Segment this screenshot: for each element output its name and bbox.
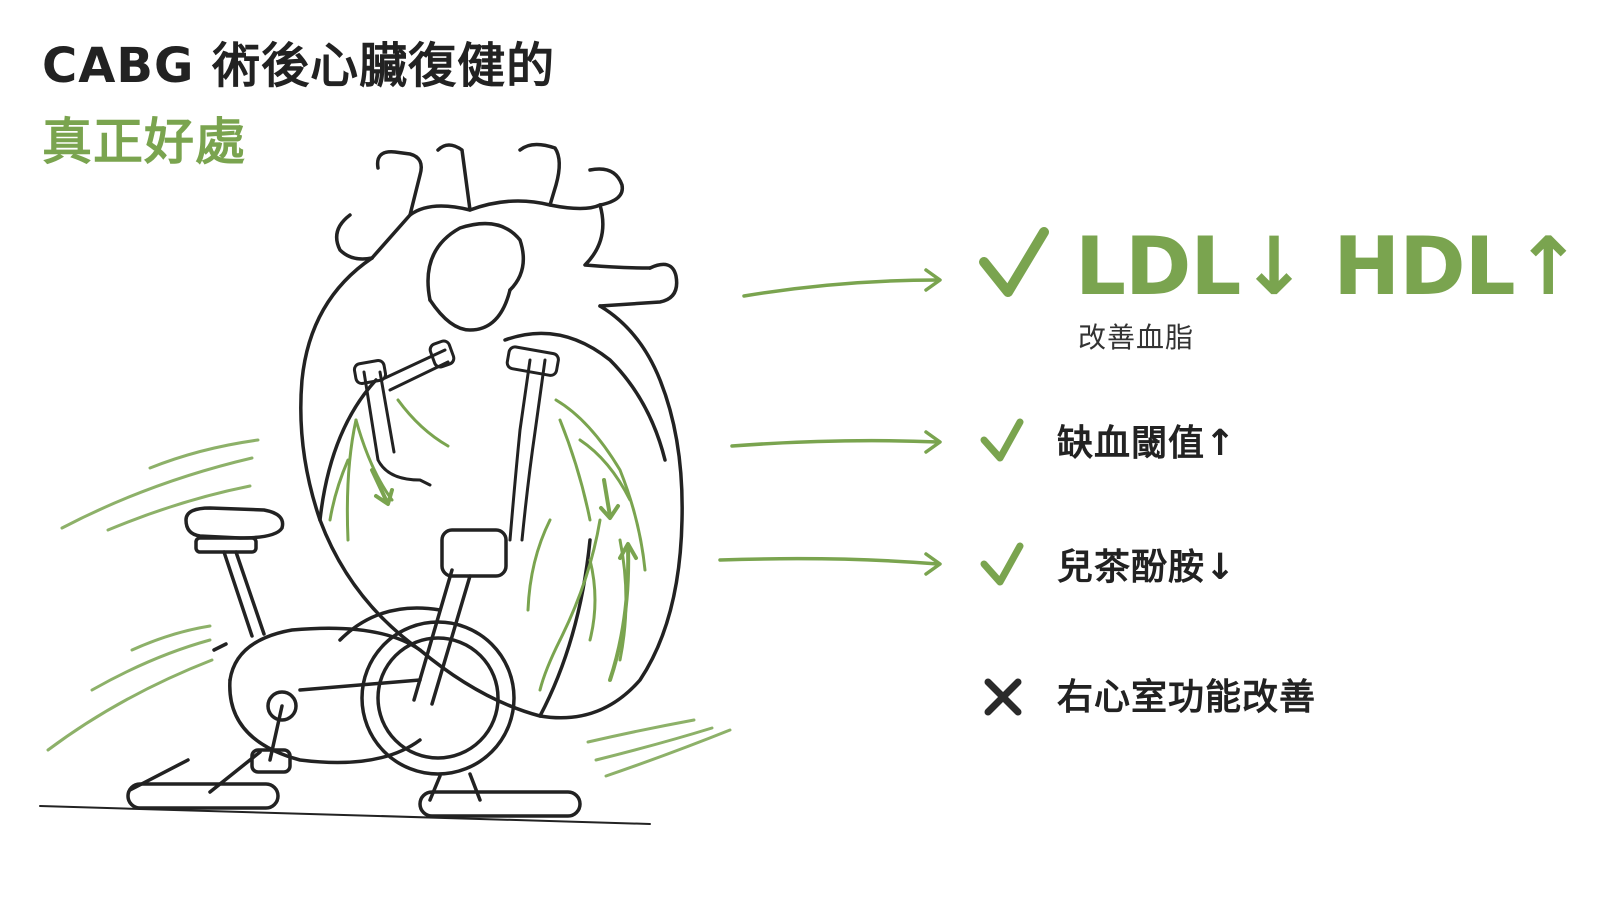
benefit-lipids-label: LDL↓ HDL↑	[1075, 220, 1582, 313]
flow-arrows	[370, 468, 638, 682]
benefit-lipids-sublabel: 改善血脂	[1078, 321, 1195, 354]
exercise-bike	[39, 506, 651, 825]
motion-lines-right	[586, 718, 732, 778]
motion-lines-left	[46, 438, 260, 752]
benefit-ischemia-label: 缺血閾值↑	[1057, 423, 1237, 464]
check-icon	[980, 418, 1024, 462]
heart-illustration	[299, 142, 684, 720]
check-icon	[980, 542, 1024, 586]
cross-icon	[984, 678, 1022, 716]
connector-arrow-2	[730, 438, 940, 448]
title-line-1: CABG 術後心臟復健的	[42, 38, 556, 94]
title-line-2: 真正好處	[42, 113, 246, 171]
connector-arrow-3	[718, 556, 940, 566]
benefit-catecholamine-label: 兒茶酚胺↓	[1057, 547, 1237, 588]
benefit-rv-function-label: 右心室功能改善	[1057, 677, 1317, 718]
check-icon	[979, 227, 1049, 297]
coronary-branches	[328, 398, 647, 692]
connector-arrow-1	[742, 278, 940, 298]
connector-arrows	[718, 268, 942, 576]
